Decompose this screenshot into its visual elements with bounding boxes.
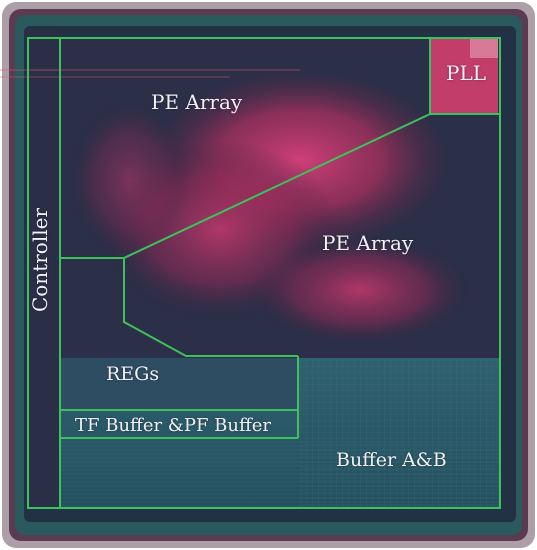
outline-die	[27, 37, 501, 509]
block-outlines	[27, 37, 501, 509]
outline-pe-lower	[123, 258, 298, 357]
controller-area	[26, 30, 60, 510]
pe-array-top-label: PE Array	[151, 90, 243, 114]
pe-glow-3	[250, 235, 470, 345]
buffer-lines	[60, 440, 500, 508]
regs-region	[60, 358, 298, 410]
controller-label: Controller	[28, 207, 52, 313]
regs-label: REGs	[106, 363, 160, 385]
tf-pf-buffer-label: TF Buffer &PF Buffer	[75, 415, 272, 436]
pe-array-right-label: PE Array	[322, 231, 414, 255]
pll-label: PLL	[446, 61, 487, 85]
pll-corner	[470, 38, 498, 58]
outline-pe-diagonal	[123, 113, 431, 259]
pe-glow-4	[70, 100, 190, 260]
buffer-ab-label: Buffer A&B	[336, 449, 447, 471]
